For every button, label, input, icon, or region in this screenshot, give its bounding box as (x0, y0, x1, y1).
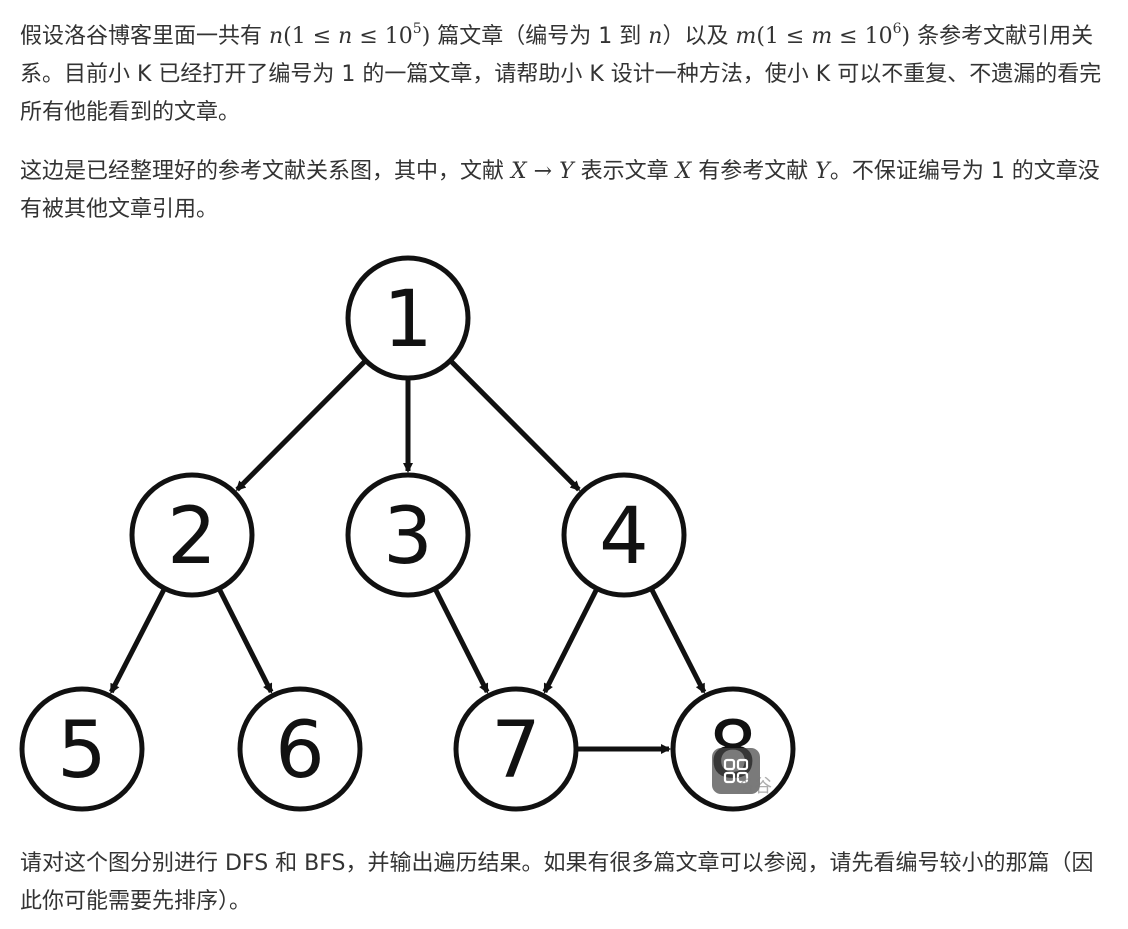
qr-grid-icon (723, 758, 749, 784)
math-var: n (269, 24, 284, 49)
math-op: (1 ≤ (283, 24, 339, 49)
node-5: 5 (19, 686, 145, 812)
math-op: → (526, 159, 560, 184)
edges-layer (109, 360, 707, 754)
edge-3-to-7 (433, 589, 490, 694)
math-exponent: 5 (412, 21, 422, 37)
node-label: 5 (57, 706, 107, 796)
math-var: n (338, 24, 353, 49)
math-op: ) (901, 24, 911, 49)
node-6: 6 (237, 686, 363, 812)
edge-4-to-8 (649, 589, 707, 694)
node-label: 4 (599, 492, 649, 582)
node-2: 2 (129, 472, 255, 598)
math-op: ≤ 10 (352, 24, 413, 49)
node-label: 6 (275, 706, 325, 796)
node-label: 7 (491, 706, 541, 796)
math-op: (1 ≤ (756, 24, 812, 49)
math-var: X (675, 159, 692, 184)
text-span: 假设洛谷博客里面一共有 (20, 24, 269, 49)
node-circle (129, 472, 255, 598)
node-label: 2 (167, 492, 217, 582)
node-7: 7 (453, 686, 579, 812)
edge-1-to-4 (449, 360, 581, 492)
node-4: 4 (561, 472, 687, 598)
node-circle (561, 472, 687, 598)
nodes-layer: 12345678 (19, 255, 796, 812)
math-var: Y (559, 159, 574, 184)
math-m-range: m(1 ≤ m ≤ 106) (735, 21, 911, 49)
math-var: m (811, 24, 833, 49)
watermark-text: 洛谷 (736, 776, 772, 797)
text-span: 。不保证编号为 1 的文章没有被其他文章引用。 (20, 159, 1100, 222)
math-var: X (511, 159, 527, 184)
math-var: m (735, 24, 757, 49)
node-label: 3 (383, 492, 433, 582)
edge-4-to-7 (542, 589, 599, 694)
text-span: 这边是已经整理好的参考文献关系图，其中，文献 (20, 159, 511, 184)
math-var: n (648, 24, 663, 49)
text-span: 表示文章 (573, 159, 676, 184)
reference-graph-diagram: 12345678 (19, 255, 796, 812)
text-span: 有参考文献 (691, 159, 816, 184)
text-span: 请对这个图分别进行 DFS 和 BFS，并输出遍历结果。如果有很多篇文章可以参阅… (20, 851, 1094, 914)
text-span: 条参考文献引用关系。目前小 K 已经打开了编号为 1 的一篇文章，请帮助小 K … (20, 24, 1102, 125)
node-label: 1 (383, 275, 433, 365)
text-span: ）以及 (662, 24, 736, 49)
node-1: 1 (345, 255, 471, 381)
paragraph-graph-intro: 这边是已经整理好的参考文献关系图，其中，文献 X → Y 表示文章 X 有参考文… (20, 153, 1110, 229)
edge-2-to-5 (109, 588, 166, 694)
math-exponent: 6 (892, 21, 902, 37)
paragraph-intro: 假设洛谷博客里面一共有 n(1 ≤ n ≤ 105) 篇文章（编号为 1 到 n… (20, 18, 1110, 132)
node-circle (345, 255, 471, 381)
math-op: ) (421, 24, 431, 49)
text-span: 篇文章（编号为 1 到 (430, 24, 649, 49)
edge-1-to-2 (235, 360, 367, 492)
math-var: Y (815, 159, 830, 184)
node-circle (237, 686, 363, 812)
node-3: 3 (345, 472, 471, 598)
node-circle (345, 472, 471, 598)
math-n-range: n(1 ≤ n ≤ 105) (269, 21, 431, 49)
math-op: ≤ 10 (832, 24, 893, 49)
paragraph-task: 请对这个图分别进行 DFS 和 BFS，并输出遍历结果。如果有很多篇文章可以参阅… (20, 845, 1110, 921)
node-circle (19, 686, 145, 812)
edge-2-to-6 (217, 589, 274, 694)
math-x-to-y: X → Y (511, 159, 574, 184)
node-circle (453, 686, 579, 812)
luogu-watermark-badge (712, 748, 760, 794)
